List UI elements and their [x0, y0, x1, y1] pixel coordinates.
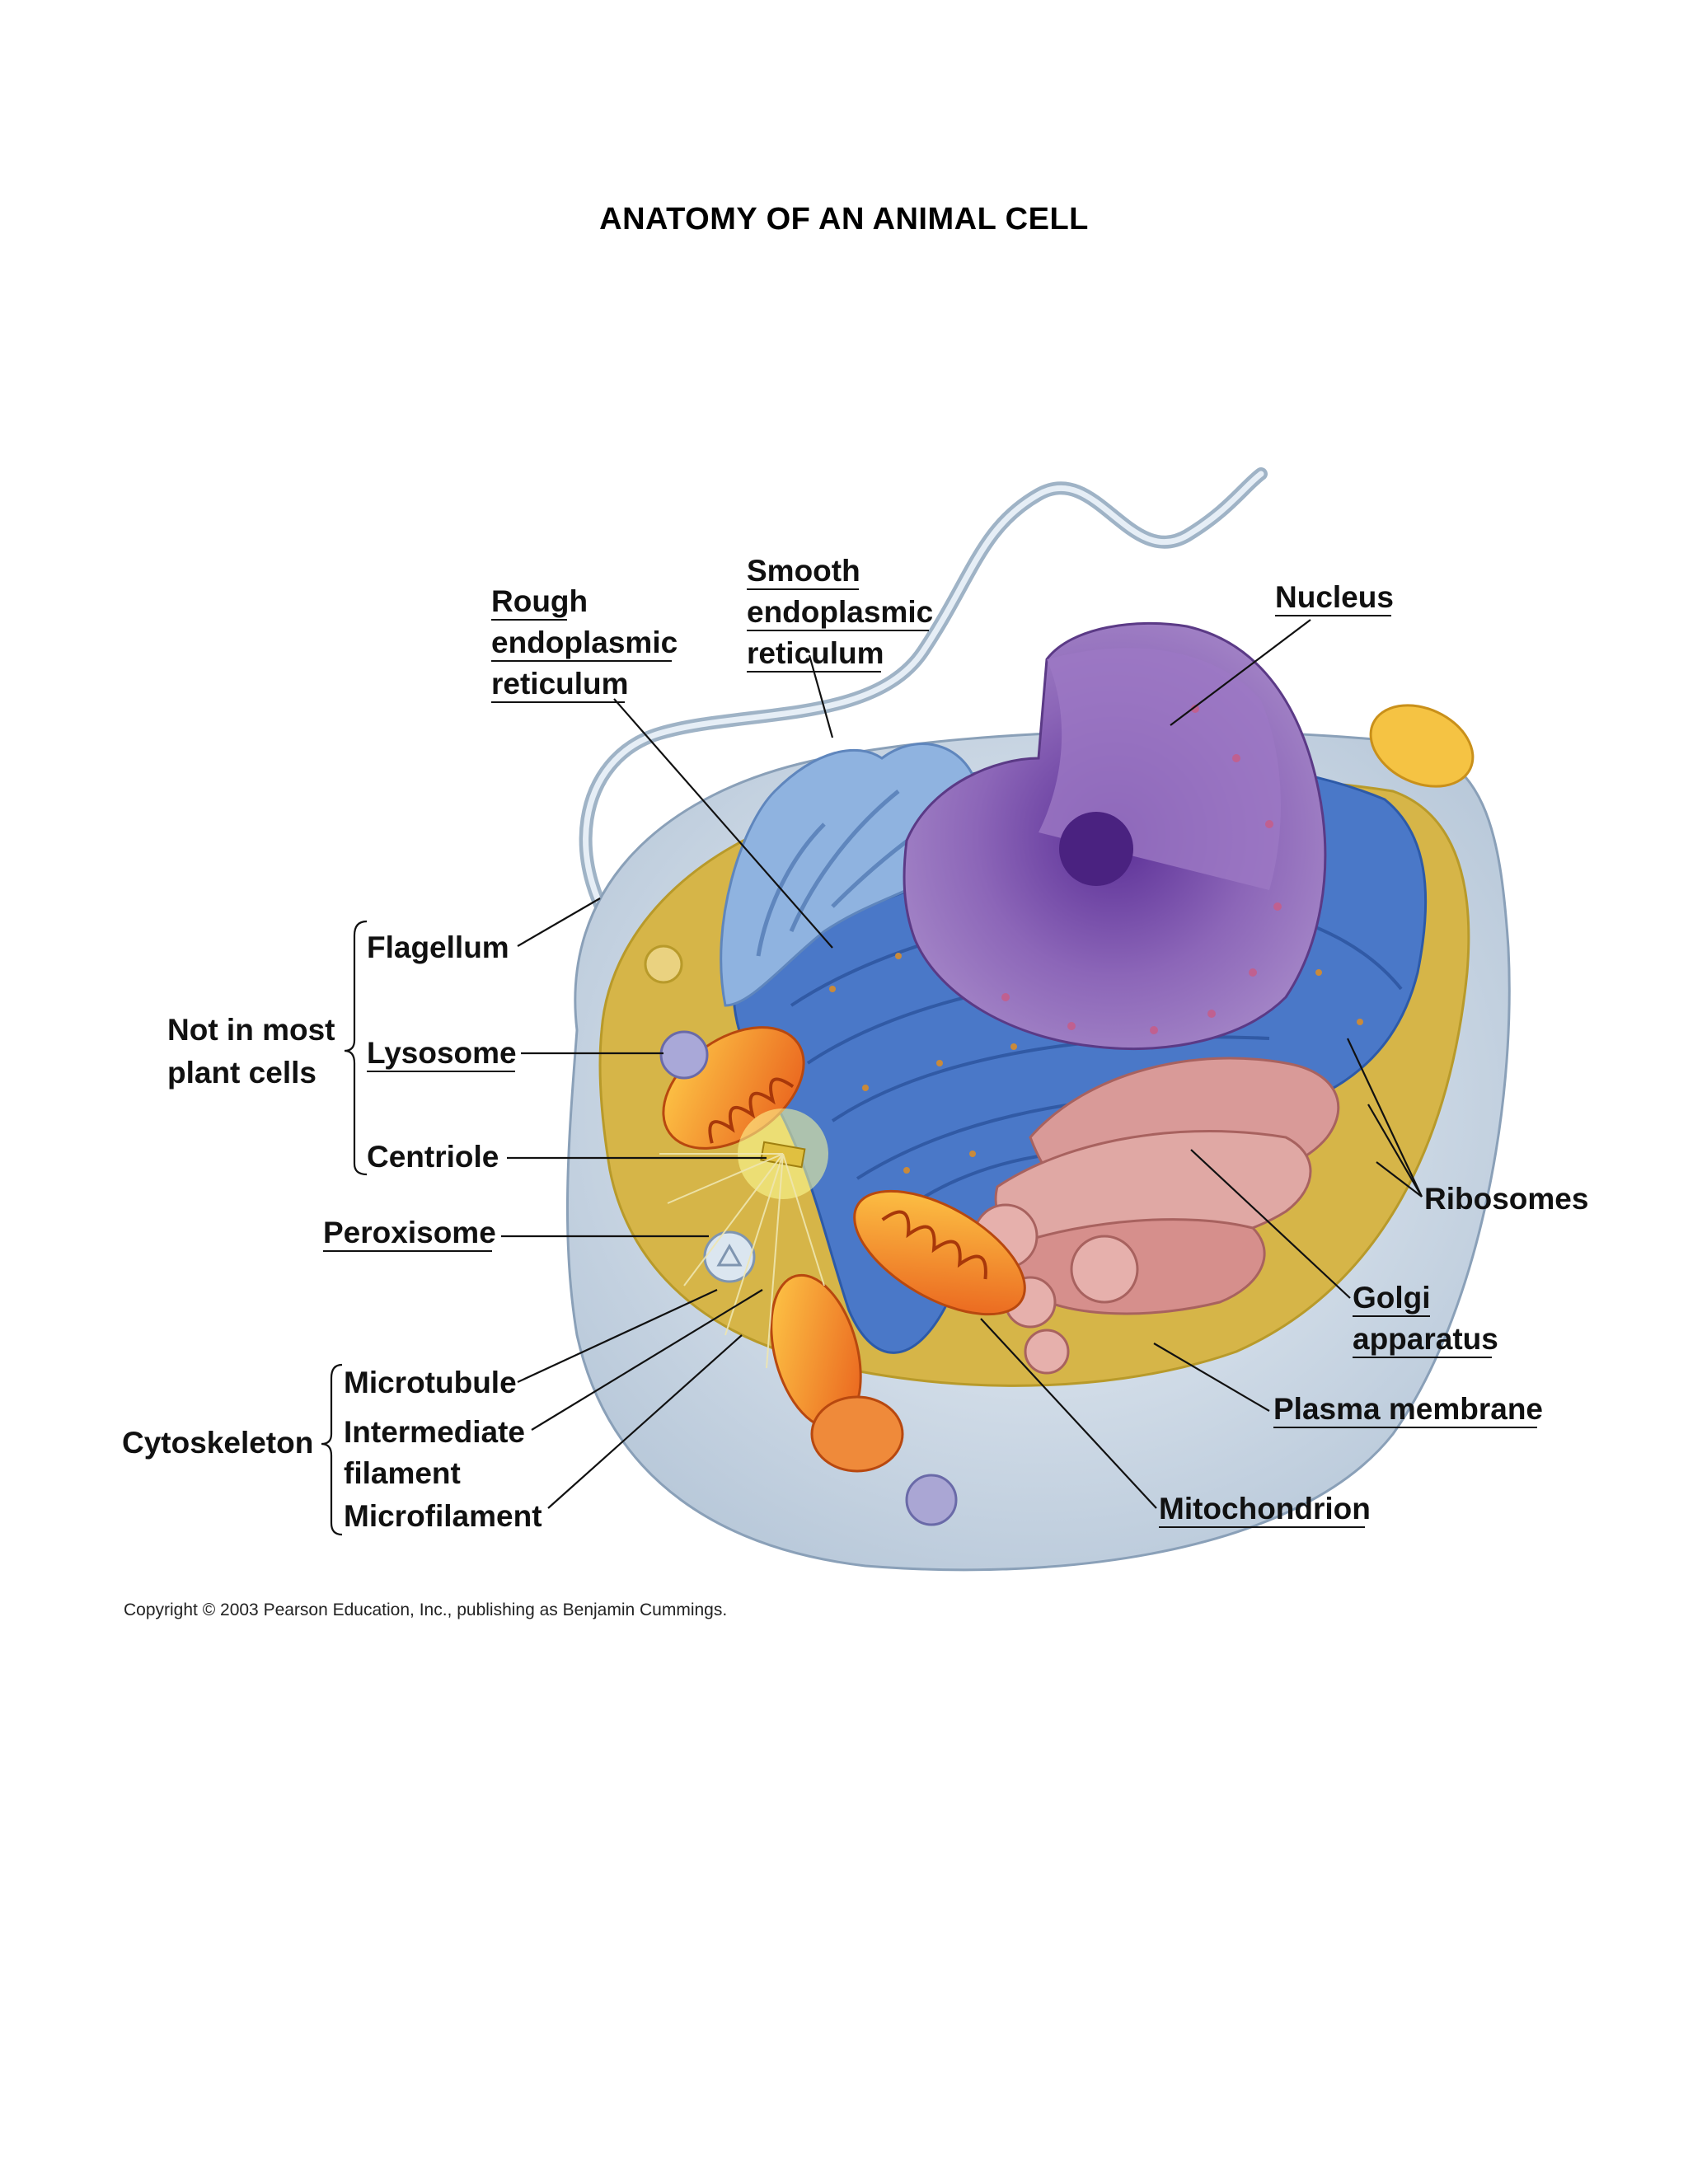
svg-text:Microfilament: Microfilament [344, 1499, 542, 1533]
svg-text:plant cells: plant cells [167, 1056, 316, 1090]
svg-text:reticulum: reticulum [491, 667, 629, 701]
svg-text:Smooth: Smooth [747, 554, 860, 588]
svg-text:Nucleus: Nucleus [1275, 580, 1394, 614]
smooth-er-leader [808, 654, 834, 738]
svg-text:Centriole: Centriole [367, 1140, 499, 1174]
microtubule-label: Microtubule [344, 1366, 517, 1399]
copyright-text: Copyright © 2003 Pearson Education, Inc.… [124, 1601, 727, 1619]
not-in-plant-cells-brace [344, 920, 368, 1176]
ribosomes-leader-1 [1347, 1038, 1423, 1197]
svg-text:Intermediate: Intermediate [344, 1415, 525, 1449]
svg-text:Cytoskeleton: Cytoskeleton [122, 1426, 313, 1460]
svg-text:endoplasmic: endoplasmic [747, 595, 933, 629]
svg-text:Rough: Rough [491, 584, 588, 618]
ribosomes-leader-3 [1376, 1161, 1423, 1197]
rough-er-leader [613, 698, 833, 949]
golgi-label: Golgi apparatus [1353, 1281, 1498, 1358]
svg-text:endoplasmic: endoplasmic [491, 626, 678, 659]
cytoskeleton-label: Cytoskeleton [122, 1426, 313, 1460]
svg-text:Ribosomes: Ribosomes [1424, 1182, 1588, 1216]
microfilament-leader [547, 1334, 743, 1509]
smooth-er-shape [720, 743, 992, 1007]
peroxisome-shape [703, 1230, 756, 1283]
centriole-label: Centriole [367, 1140, 499, 1174]
golgi-shape [973, 1057, 1340, 1375]
svg-text:apparatus: apparatus [1353, 1322, 1498, 1356]
plasma-membrane-label: Plasma membrane [1273, 1392, 1543, 1428]
flagellum-leader [517, 898, 601, 947]
golgi-leader [1190, 1149, 1351, 1299]
cytoskeleton-brace [321, 1363, 343, 1536]
lysosome-shape [659, 1030, 709, 1080]
nucleolus-shape [1059, 812, 1133, 886]
mitochondrion-leader [980, 1318, 1157, 1509]
not-in-plant-cells-label: Not in most plant cells [167, 1013, 335, 1090]
microtubule-leader [517, 1289, 718, 1383]
lysosome-label: Lysosome [367, 1036, 517, 1072]
nucleus-leader [1170, 619, 1311, 726]
svg-text:filament: filament [344, 1456, 461, 1490]
svg-text:Lysosome: Lysosome [367, 1036, 517, 1070]
plasma-membrane-leader [1153, 1343, 1270, 1412]
mitochondrion-label: Mitochondrion [1159, 1492, 1371, 1528]
smooth-er-label: Smooth endoplasmic reticulum [747, 554, 933, 673]
svg-text:Plasma membrane: Plasma membrane [1273, 1392, 1543, 1426]
svg-text:Peroxisome: Peroxisome [323, 1216, 496, 1249]
intermediate-filament-leader [531, 1289, 763, 1431]
svg-text:Not in most: Not in most [167, 1013, 335, 1047]
svg-text:Golgi: Golgi [1353, 1281, 1431, 1315]
flagellum-label: Flagellum [367, 930, 509, 964]
ribosomes-label: Ribosomes [1424, 1182, 1588, 1216]
peroxisome-label: Peroxisome [323, 1216, 496, 1252]
ribosomes-leader-2 [1367, 1104, 1423, 1197]
page-title: ANATOMY OF AN ANIMAL CELL [599, 202, 1089, 237]
microfilament-label: Microfilament [344, 1499, 542, 1533]
svg-text:Flagellum: Flagellum [367, 930, 509, 964]
rough-er-label: Rough endoplasmic reticulum [491, 584, 678, 703]
svg-text:Microtubule: Microtubule [344, 1366, 517, 1399]
intermediate-filament-label: Intermediate filament [344, 1415, 525, 1490]
nucleus-label: Nucleus [1275, 580, 1394, 616]
svg-text:Mitochondrion: Mitochondrion [1159, 1492, 1371, 1526]
svg-text:reticulum: reticulum [747, 636, 884, 670]
